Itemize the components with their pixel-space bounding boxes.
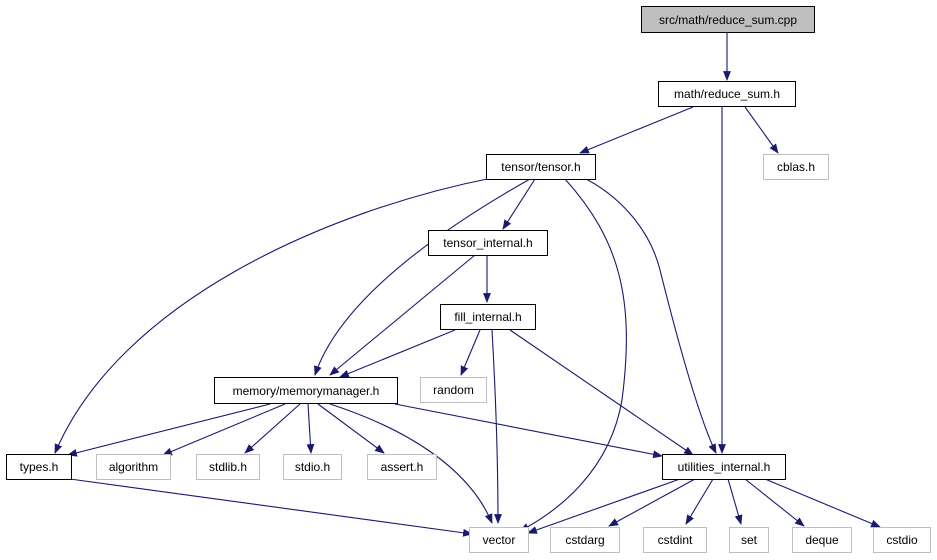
node-cstdio: cstdio bbox=[873, 527, 931, 553]
edge-memorymanager-h-stdlib-h bbox=[244, 403, 301, 454]
node-tensor-internal-h[interactable]: tensor_internal.h bbox=[428, 230, 548, 256]
node-random: random bbox=[420, 377, 487, 403]
node-assert-h: assert.h bbox=[367, 454, 437, 480]
node-memorymanager-h[interactable]: memory/memorymanager.h bbox=[214, 377, 398, 404]
node-cstdarg: cstdarg bbox=[550, 527, 620, 553]
node-tensor-h[interactable]: tensor/tensor.h bbox=[486, 154, 596, 180]
edge-utilities-h-cstdarg bbox=[608, 478, 696, 527]
node-algorithm: algorithm bbox=[96, 454, 171, 480]
edge-utilities-h-vector bbox=[527, 478, 681, 534]
edge-fill-internal-h-memorymanager-h bbox=[339, 329, 456, 378]
edge-memorymanager-h-vector bbox=[329, 403, 493, 524]
node-stdlib-h: stdlib.h bbox=[196, 454, 260, 480]
edge-tensor-h-utilities-h bbox=[579, 175, 717, 454]
edge-tensor-internal-h-memorymanager-h bbox=[329, 254, 476, 376]
edge-reduce-sum-h-tensor-h bbox=[579, 106, 694, 154]
node-set: set bbox=[729, 527, 769, 553]
node-cstdint: cstdint bbox=[643, 527, 707, 553]
node-vector: vector bbox=[469, 527, 529, 553]
edge-utilities-h-deque bbox=[744, 478, 805, 527]
edge-tensor-h-types-h bbox=[54, 177, 493, 454]
edge-tensor-h-memorymanager-h bbox=[314, 178, 531, 376]
node-fill-internal-h[interactable]: fill_internal.h bbox=[440, 304, 536, 330]
node-types-h[interactable]: types.h bbox=[6, 454, 72, 480]
edge-reduce-sum-h-cblas-h bbox=[744, 106, 779, 154]
node-utilities-internal-h[interactable]: utilities_internal.h bbox=[662, 454, 786, 480]
edge-utilities-h-set bbox=[727, 478, 743, 525]
edge-tensor-h-tensor-internal-h bbox=[502, 178, 536, 230]
edge-memorymanager-h-stdio-h bbox=[306, 403, 315, 454]
edge-types-h-vector bbox=[69, 478, 473, 537]
edge-memorymanager-h-utilities-h bbox=[394, 403, 663, 459]
edge-fill-internal-h-utilities-h bbox=[509, 329, 694, 456]
edge-tensor-h-vector bbox=[519, 178, 627, 532]
edge-memorymanager-h-assert-h bbox=[317, 403, 385, 454]
edge-fill-internal-h-vector bbox=[491, 329, 502, 524]
node-reduce-sum-h[interactable]: math/reduce_sum.h bbox=[658, 81, 796, 107]
edge-utilities-h-cstdio bbox=[764, 478, 881, 528]
edge-memorymanager-h-algorithm bbox=[162, 403, 286, 456]
node-stdio-h: stdio.h bbox=[283, 454, 342, 480]
edge-memorymanager-h-types-h bbox=[67, 403, 271, 457]
node-cblas-h: cblas.h bbox=[763, 154, 829, 180]
edge-utilities-h-cstdint bbox=[685, 478, 714, 525]
node-root-file: src/math/reduce_sum.cpp bbox=[641, 6, 815, 33]
edge-fill-internal-h-random bbox=[460, 329, 481, 376]
node-deque: deque bbox=[792, 527, 852, 553]
